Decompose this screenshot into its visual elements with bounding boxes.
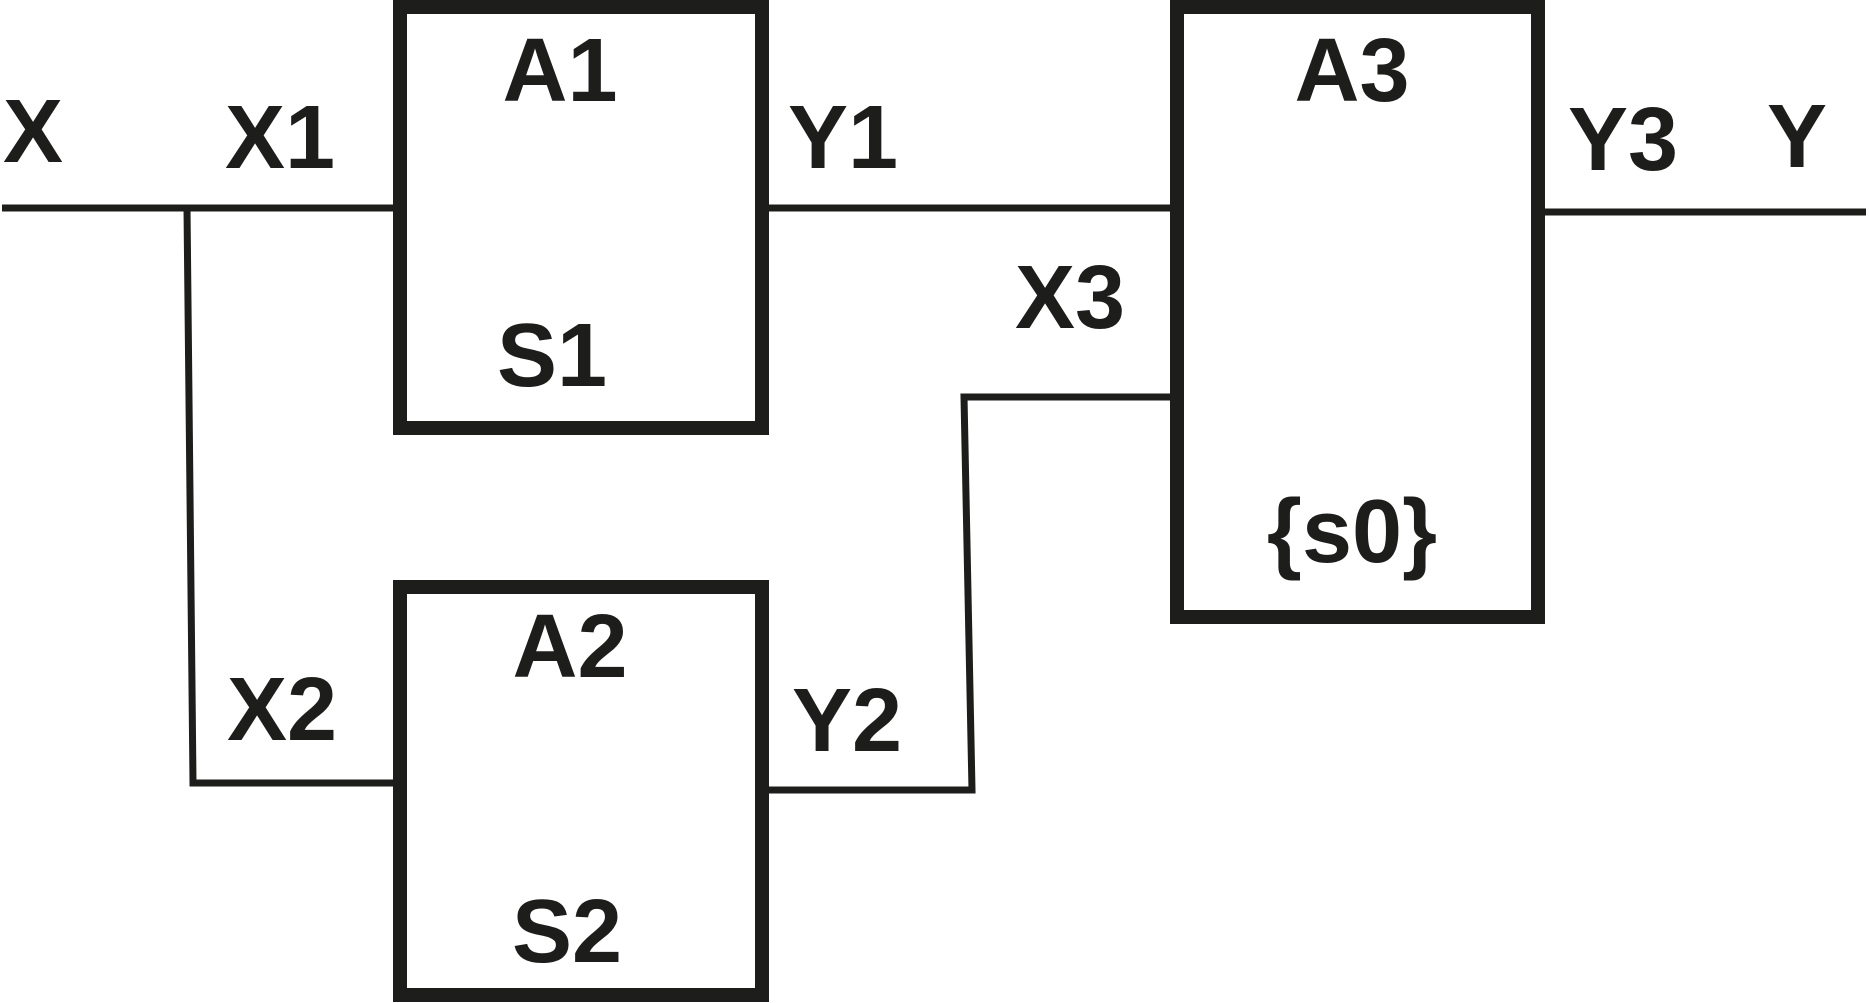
block-a2-name: A2: [512, 597, 627, 697]
label-y1: Y1: [788, 88, 898, 188]
label-x3: X3: [1015, 248, 1125, 348]
wire-x2-branch: [183, 207, 393, 787]
block-a2-state: S2: [512, 882, 622, 982]
label-x: X: [3, 82, 63, 182]
block-a3: [1170, 0, 1545, 624]
block-a1-name: A1: [502, 21, 617, 121]
block-a1: [393, 0, 769, 435]
wire-y2-x3: [762, 393, 1170, 794]
label-y3: Y3: [1568, 90, 1678, 190]
block-a3-state: {s0}: [1267, 482, 1437, 582]
block-a3-name: A3: [1294, 21, 1409, 121]
block-a1-state: S1: [497, 306, 607, 406]
label-y: Y: [1767, 87, 1827, 187]
label-x1: X1: [225, 88, 335, 188]
label-y2: Y2: [792, 671, 902, 771]
label-x2: X2: [227, 660, 337, 760]
